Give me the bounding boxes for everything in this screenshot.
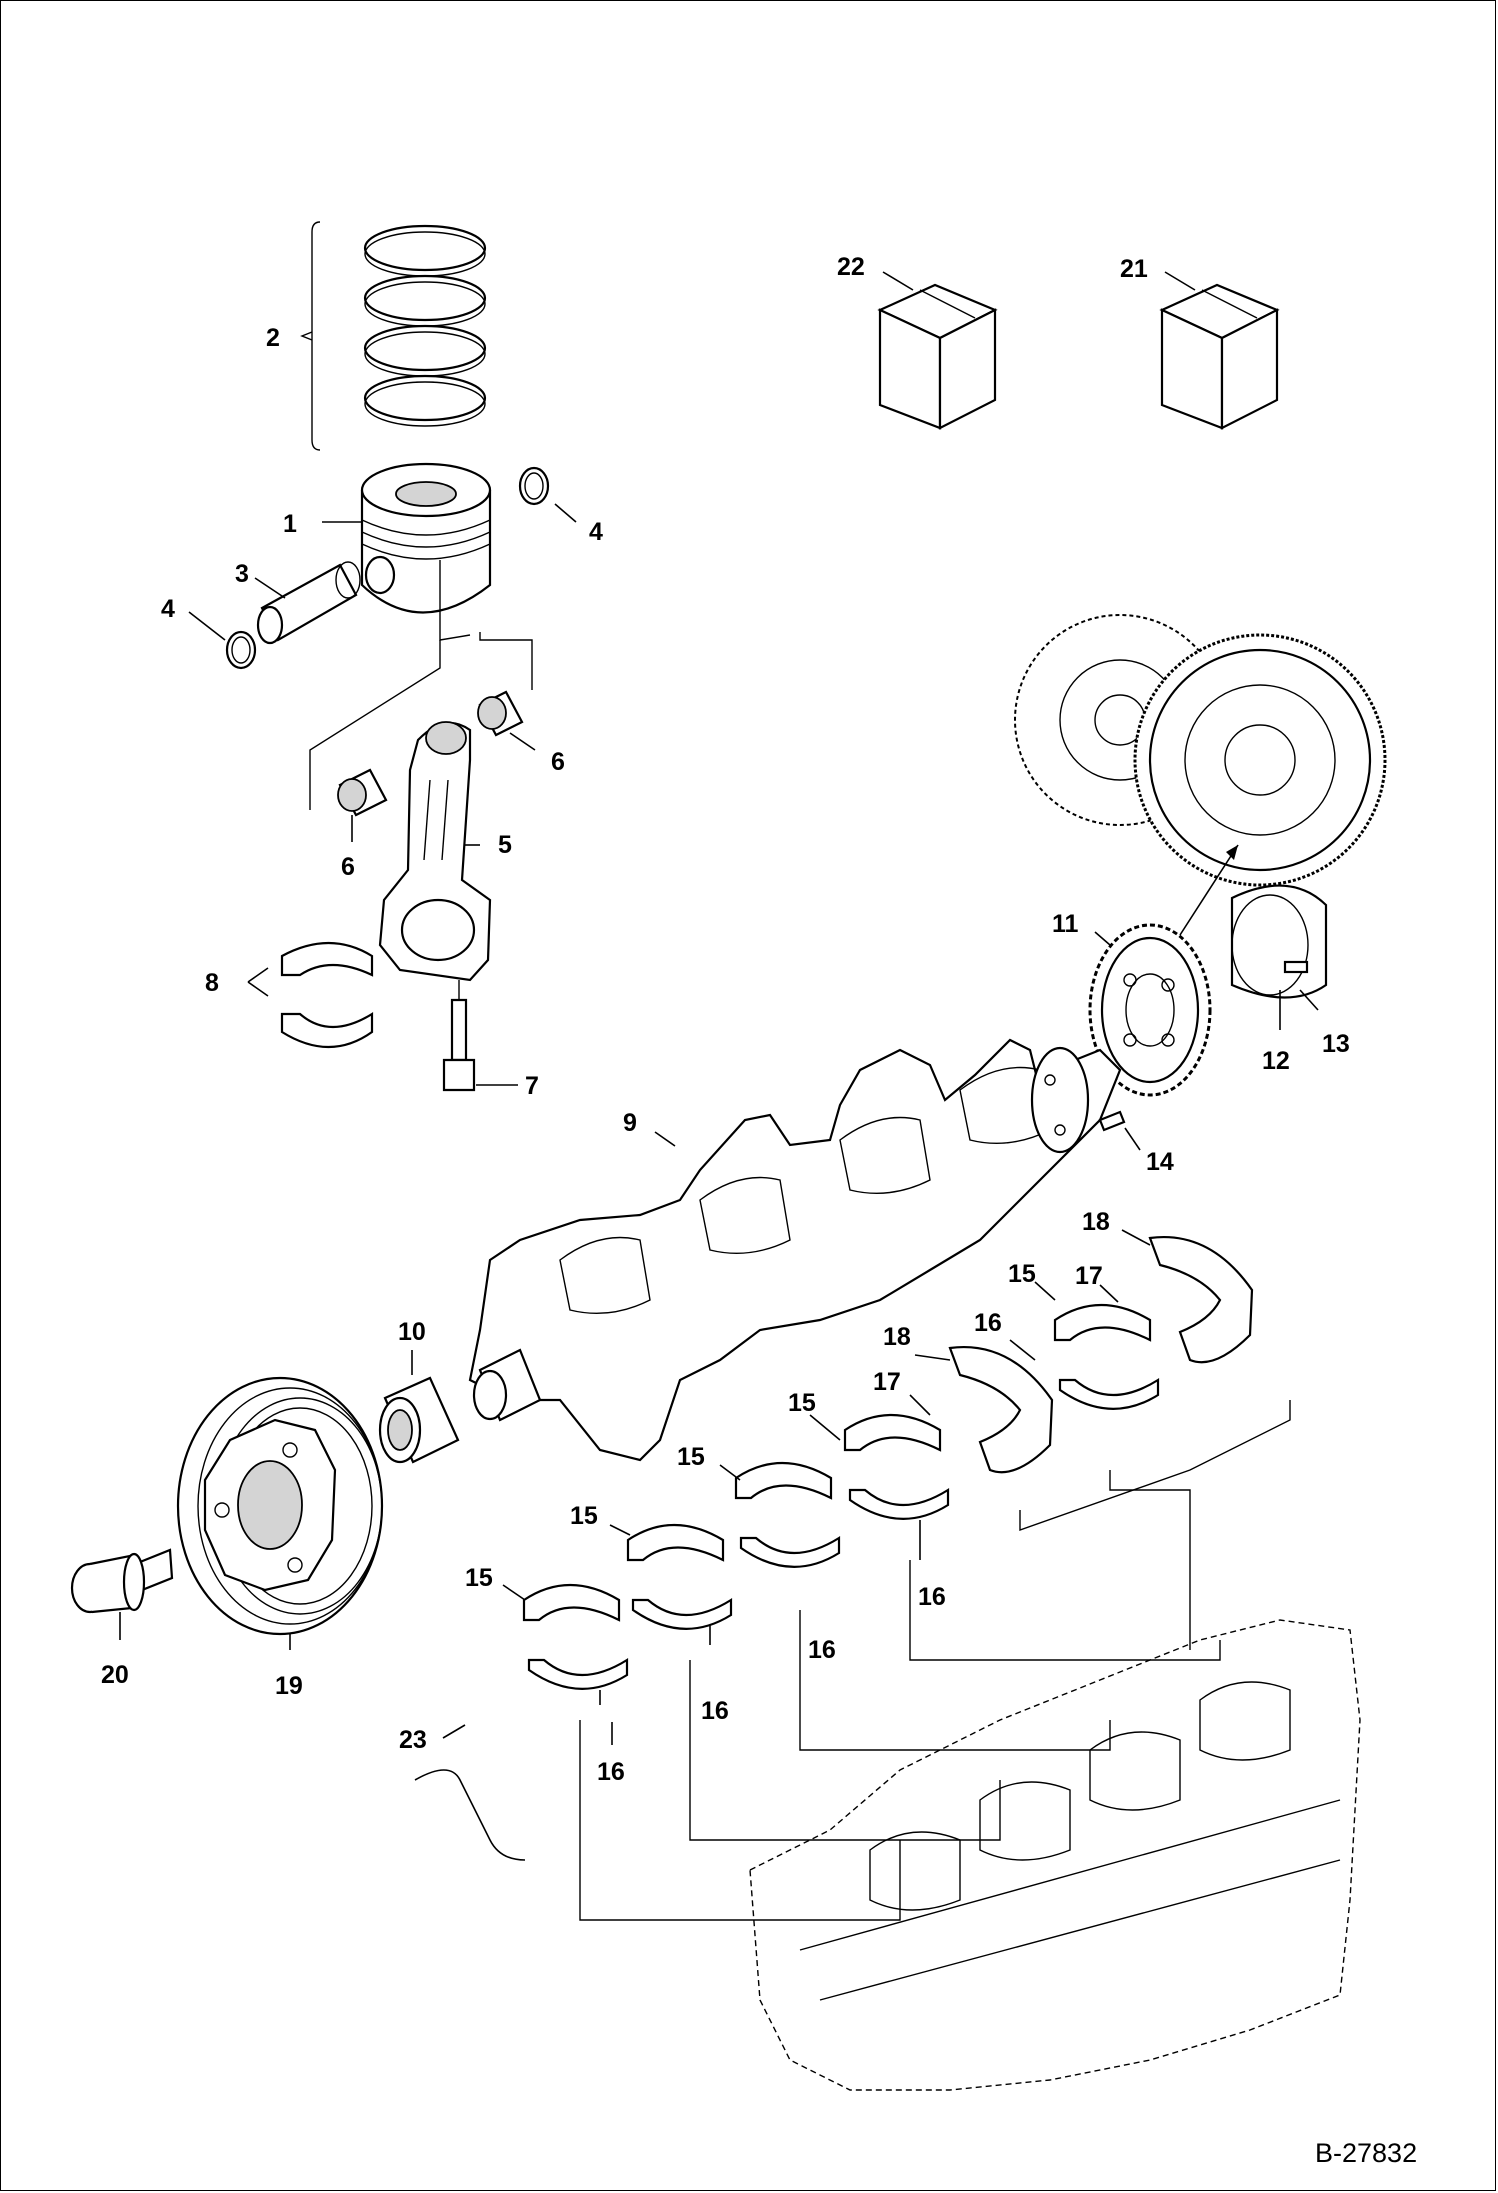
piston bbox=[360, 462, 492, 641]
callout-22: 22 bbox=[837, 253, 865, 281]
callout-5: 5 bbox=[498, 831, 512, 859]
callouts: 2 1 4 3 4 6 6 5 8 7 22 21 11 12 13 9 14 … bbox=[101, 253, 1350, 1786]
callout-18: 18 bbox=[1082, 1208, 1110, 1236]
callout-4: 4 bbox=[161, 595, 175, 623]
callout-7: 7 bbox=[525, 1072, 539, 1100]
main-bearing-set-1 bbox=[1053, 1304, 1160, 1410]
crankshaft-pulley bbox=[176, 1376, 384, 1636]
callout-18: 18 bbox=[883, 1323, 911, 1351]
thrust-washer-rear bbox=[1148, 1236, 1254, 1364]
callout-3: 3 bbox=[235, 560, 249, 588]
wear-ring bbox=[1230, 884, 1328, 999]
kit-box-22 bbox=[877, 283, 998, 430]
callout-12: 12 bbox=[1262, 1047, 1290, 1075]
callout-6: 6 bbox=[341, 853, 355, 881]
callout-15: 15 bbox=[788, 1389, 816, 1417]
crankshaft-gear bbox=[1088, 923, 1212, 1097]
crank-gear-bush bbox=[378, 1376, 460, 1464]
drawing-reference-number: B-27832 bbox=[1315, 2138, 1417, 2168]
callout-16: 16 bbox=[597, 1758, 625, 1786]
callout-9: 9 bbox=[623, 1109, 637, 1137]
callout-6: 6 bbox=[551, 748, 565, 776]
timing-gear-train bbox=[1014, 614, 1387, 936]
leader-lines bbox=[119, 271, 1319, 1921]
main-bearing-set-4 bbox=[626, 1524, 733, 1630]
connecting-rod bbox=[378, 721, 492, 982]
callout-17: 17 bbox=[1075, 1262, 1103, 1290]
callout-10: 10 bbox=[398, 1318, 426, 1346]
callout-2: 2 bbox=[266, 324, 280, 352]
callout-16: 16 bbox=[701, 1697, 729, 1725]
piston-rings bbox=[300, 221, 487, 451]
callout-8: 8 bbox=[205, 969, 219, 997]
callout-20: 20 bbox=[101, 1661, 129, 1689]
callout-15: 15 bbox=[570, 1502, 598, 1530]
callout-23: 23 bbox=[399, 1726, 427, 1754]
crankshaft bbox=[468, 1038, 1122, 1462]
callout-16: 16 bbox=[808, 1636, 836, 1664]
piston-pin bbox=[256, 561, 361, 645]
small-end-bushings bbox=[337, 690, 524, 817]
callout-17: 17 bbox=[873, 1368, 901, 1396]
pulley-bolt bbox=[70, 1548, 174, 1614]
callout-19: 19 bbox=[275, 1672, 303, 1700]
conrod-bearing-shells bbox=[280, 941, 374, 1048]
callout-11: 11 bbox=[1052, 910, 1079, 938]
callout-15: 15 bbox=[1008, 1260, 1036, 1288]
snap-rings bbox=[225, 466, 550, 670]
callout-21: 21 bbox=[1120, 255, 1148, 283]
main-bearing-set-2 bbox=[843, 1414, 950, 1520]
callout-1: 1 bbox=[283, 510, 297, 538]
callout-14: 14 bbox=[1146, 1148, 1174, 1176]
callout-16: 16 bbox=[918, 1583, 946, 1611]
main-bearing-set-3 bbox=[734, 1462, 841, 1568]
crank-key bbox=[1098, 1110, 1126, 1132]
callout-4: 4 bbox=[589, 518, 603, 546]
kit-box-21 bbox=[1159, 283, 1280, 430]
conrod-bolt bbox=[442, 980, 476, 1092]
main-bearing-set-5 bbox=[522, 1584, 629, 1690]
callout-16: 16 bbox=[974, 1309, 1002, 1337]
callout-15: 15 bbox=[465, 1564, 493, 1592]
callout-15: 15 bbox=[677, 1443, 705, 1471]
callout-13: 13 bbox=[1322, 1030, 1350, 1058]
thrust-washer-front bbox=[948, 1346, 1054, 1474]
cylinder-block bbox=[749, 1619, 1361, 2091]
